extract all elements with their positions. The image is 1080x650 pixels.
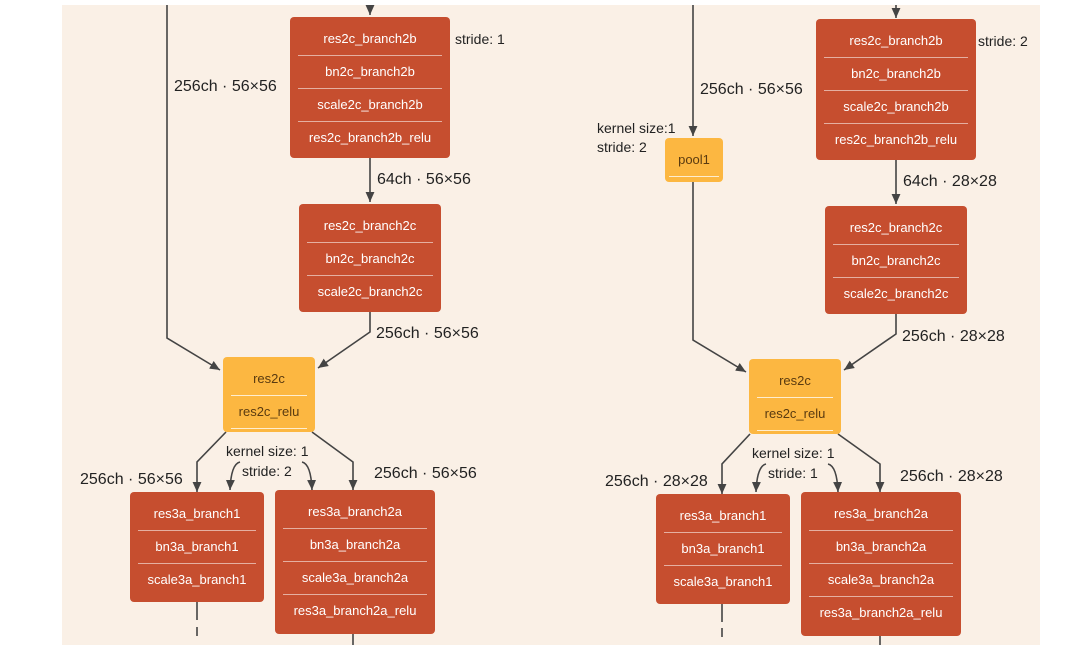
layer-label: bn2c_branch2b (298, 56, 442, 89)
left-merge-in-label: 256ch · 56×56 (376, 325, 479, 342)
layer-label: bn3a_branch2a (283, 529, 427, 562)
left-kernel-label: kernel size: 1 (226, 443, 309, 459)
layer-label: res3a_branch1 (138, 498, 256, 531)
left-out-left-label: 256ch · 56×56 (80, 471, 183, 488)
layer-label: res2c_branch2c (833, 212, 959, 245)
edge-left-curve-small-right (301, 461, 317, 491)
edge-right-pool-to-merge (692, 182, 747, 373)
right-out-right-label: 256ch · 28×28 (900, 468, 1003, 485)
layer-label: scale2c_branch2b (298, 89, 442, 122)
right-skip-label: 256ch · 56×56 (700, 81, 803, 98)
layer-label: res2c_branch2b (824, 25, 968, 58)
layer-label: res3a_branch2a (283, 496, 427, 529)
edge-right-mid-to-merge (843, 314, 897, 371)
right-pool-stride-label: stride: 2 (597, 139, 647, 155)
right-mid-label: 64ch · 28×28 (903, 173, 997, 190)
layer-label: scale2c_branch2c (317, 284, 423, 299)
layer-label: res2c (757, 365, 833, 398)
right-branch1-block: res3a_branch1 bn3a_branch1 scale3a_branc… (656, 494, 790, 604)
right-pool-block: pool1 (665, 138, 723, 182)
layer-label: bn3a_branch2a (809, 531, 953, 564)
edge-right-curve-small-left (751, 463, 767, 493)
left-merge-block: res2c res2c_relu (223, 357, 315, 432)
layer-label: res2c_relu (757, 398, 833, 431)
right-stride-label: stride: 1 (768, 465, 818, 481)
layer-label: res2c (231, 363, 307, 396)
layer-label: bn2c_branch2c (307, 243, 433, 276)
edge-right-curve-small-right (827, 463, 843, 493)
layer-label: res3a_branch1 (664, 500, 782, 533)
layer-label: scale3a_branch2a (283, 562, 427, 595)
layer-label: bn2c_branch2b (824, 58, 968, 91)
edge-left-skip (166, 5, 221, 371)
right-merge-block: res2c res2c_relu (749, 359, 841, 434)
left-top-block: res2c_branch2b bn2c_branch2b scale2c_bra… (290, 17, 450, 158)
left-out-right-label: 256ch · 56×56 (374, 465, 477, 482)
right-branch2a-block: res3a_branch2a bn3a_branch2a scale3a_bra… (801, 492, 961, 636)
layer-label: scale3a_branch1 (673, 574, 773, 589)
left-mid-label: 64ch · 56×56 (377, 171, 471, 188)
layer-label: res3a_branch2a (809, 498, 953, 531)
left-stride-label: stride: 2 (242, 463, 292, 479)
layer-label: scale3a_branch2a (809, 564, 953, 597)
layer-label: res2c_branch2b_relu (834, 132, 958, 147)
edge-left-merge-to-branch1 (192, 431, 227, 492)
edge-left-merge-to-branch2a (311, 431, 358, 490)
edge-left-mid-to-merge (317, 312, 371, 369)
layer-label: bn3a_branch1 (664, 533, 782, 566)
right-pool-kernel-label: kernel size:1 (597, 120, 676, 136)
layer-label: bn2c_branch2c (833, 245, 959, 278)
layer-label: res2c_branch2b_relu (308, 130, 432, 145)
right-mid-block: res2c_branch2c bn2c_branch2c scale2c_bra… (825, 206, 967, 314)
right-top-block: res2c_branch2b bn2c_branch2b scale2c_bra… (816, 19, 976, 160)
left-edges (166, 4, 375, 645)
layer-label: scale2c_branch2b (824, 91, 968, 124)
edge-left-curve-small-left (225, 461, 241, 491)
left-top-stride-label: stride: 1 (455, 31, 505, 47)
layer-label: res2c_relu (231, 396, 307, 429)
right-edges (688, 5, 901, 645)
layer-label: res2c_branch2c (307, 210, 433, 243)
right-merge-in-label: 256ch · 28×28 (902, 328, 1005, 345)
layer-label: res3a_branch2a_relu (819, 605, 943, 620)
left-branch1-block: res3a_branch1 bn3a_branch1 scale3a_branc… (130, 492, 264, 602)
left-skip-label: 256ch · 56×56 (174, 78, 277, 95)
layer-label: scale3a_branch1 (147, 572, 247, 587)
edge-right-merge-to-branch1 (717, 433, 751, 494)
right-out-left-label: 256ch · 28×28 (605, 473, 708, 490)
layer-label: bn3a_branch1 (138, 531, 256, 564)
right-top-stride-label: stride: 2 (978, 33, 1028, 49)
layer-label: scale2c_branch2c (843, 286, 949, 301)
left-mid-block: res2c_branch2c bn2c_branch2c scale2c_bra… (299, 204, 441, 312)
layer-label: pool1 (669, 144, 719, 177)
layer-label: res3a_branch2a_relu (293, 603, 417, 618)
right-kernel-label: kernel size: 1 (752, 445, 835, 461)
left-branch2a-block: res3a_branch2a bn3a_branch2a scale3a_bra… (275, 490, 435, 634)
edge-right-merge-to-branch2a (837, 433, 885, 492)
layer-label: res2c_branch2b (298, 23, 442, 56)
